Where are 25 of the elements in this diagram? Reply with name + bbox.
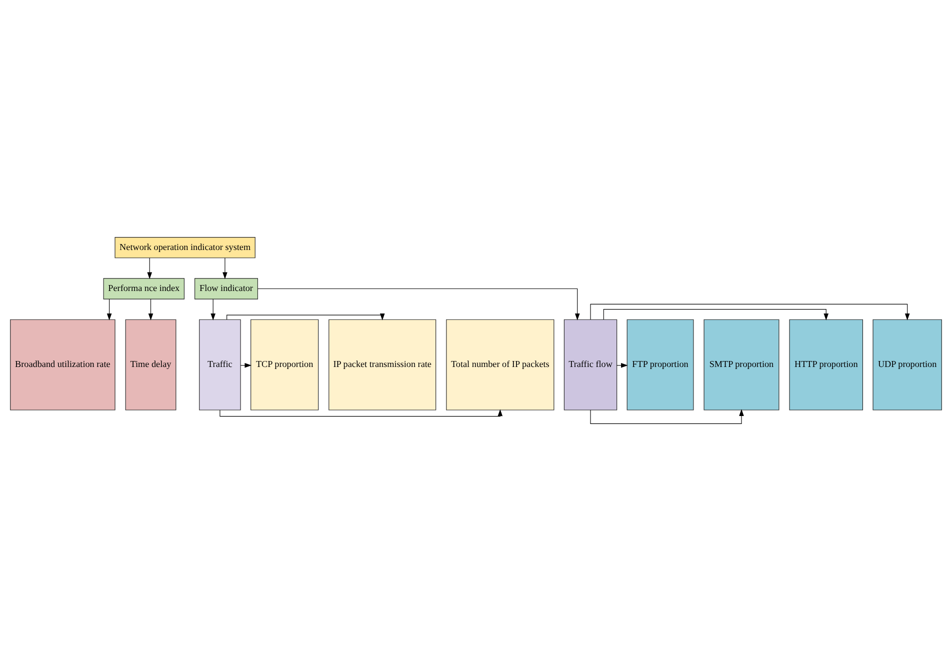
node-box: UDP proportion: [872, 318, 942, 410]
node-box: SMTP proportion: [704, 318, 780, 410]
node-box: Traffic flow: [564, 318, 618, 410]
node-box: Time delay: [125, 318, 176, 410]
node-box: HTTP proportion: [789, 318, 863, 410]
arrow: [590, 303, 910, 320]
arrow: [222, 257, 228, 279]
arrow: [257, 288, 580, 320]
arrow: [210, 298, 216, 320]
node-box: Flow indicator: [194, 278, 258, 299]
node-box: Traffic: [199, 318, 241, 410]
node-box: TCP proportion: [250, 318, 319, 410]
arrow: [603, 308, 829, 320]
node-box: Total number of IP packets: [446, 318, 554, 410]
arrow: [226, 312, 385, 320]
node-box: Performa nce index: [103, 278, 184, 299]
node-box: Network operation indicator system: [114, 236, 256, 258]
node-box: Broadband utilization rate: [10, 318, 116, 410]
node-box: IP packet transmission rate: [328, 318, 436, 410]
arrow: [147, 257, 152, 279]
arrow: [220, 408, 503, 416]
arrow: [590, 408, 744, 424]
node-box: FTP proportion: [626, 318, 694, 410]
arrow: [106, 298, 112, 320]
arrow: [148, 298, 154, 320]
